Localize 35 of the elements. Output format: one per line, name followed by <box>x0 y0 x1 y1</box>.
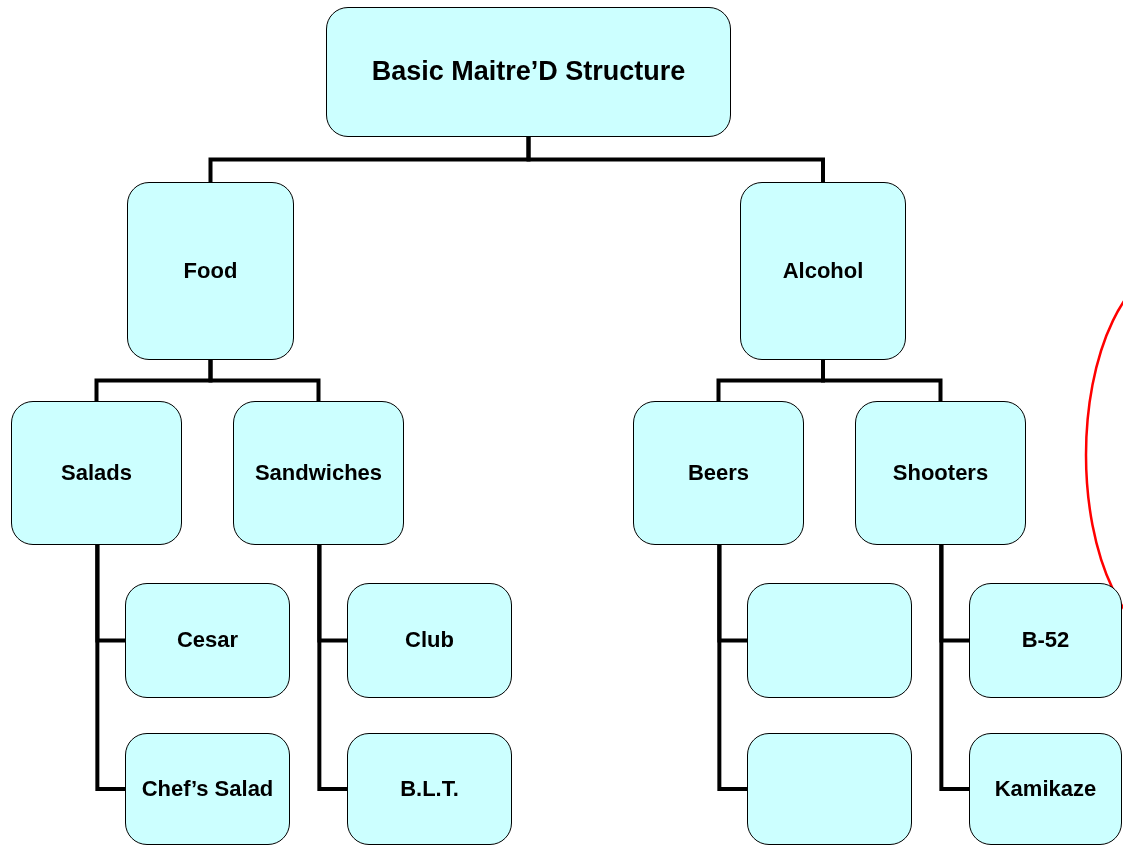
category-box <box>125 583 290 698</box>
connector-line <box>526 137 825 182</box>
category-box <box>326 7 731 137</box>
node-label: Cesar <box>176 626 239 655</box>
category-box <box>969 733 1122 845</box>
node-label: Kamikaze <box>994 774 1097 803</box>
connector-line <box>821 360 943 401</box>
category-box <box>347 733 512 845</box>
category-box <box>125 733 290 845</box>
node-label: Basic Maitre’D Structure <box>371 55 686 89</box>
connector-line <box>717 545 747 791</box>
node-label: Chef’s Salad <box>141 774 274 803</box>
category-box <box>633 401 804 545</box>
node-label: Beers <box>687 458 750 487</box>
node-label: Shooters <box>892 458 989 487</box>
empty-box <box>747 583 912 698</box>
connector-line <box>939 545 969 791</box>
category-box <box>969 583 1122 698</box>
empty-box <box>747 733 912 845</box>
connector-line <box>317 545 347 791</box>
node-label: Sandwiches <box>254 458 383 487</box>
node-label: Alcohol <box>782 256 864 285</box>
category-box <box>11 401 182 545</box>
category-box <box>740 182 906 360</box>
node-label: B.L.T. <box>400 774 459 803</box>
category-box <box>127 182 294 360</box>
node-label: Club <box>405 626 454 655</box>
connector-line <box>95 545 125 791</box>
category-box <box>347 583 512 698</box>
category-box <box>855 401 1026 545</box>
node-label: B-52 <box>1021 626 1070 655</box>
node-label: Salads <box>61 458 132 487</box>
connector-line <box>208 360 321 401</box>
category-box <box>233 401 404 545</box>
node-label: Food <box>183 256 238 285</box>
